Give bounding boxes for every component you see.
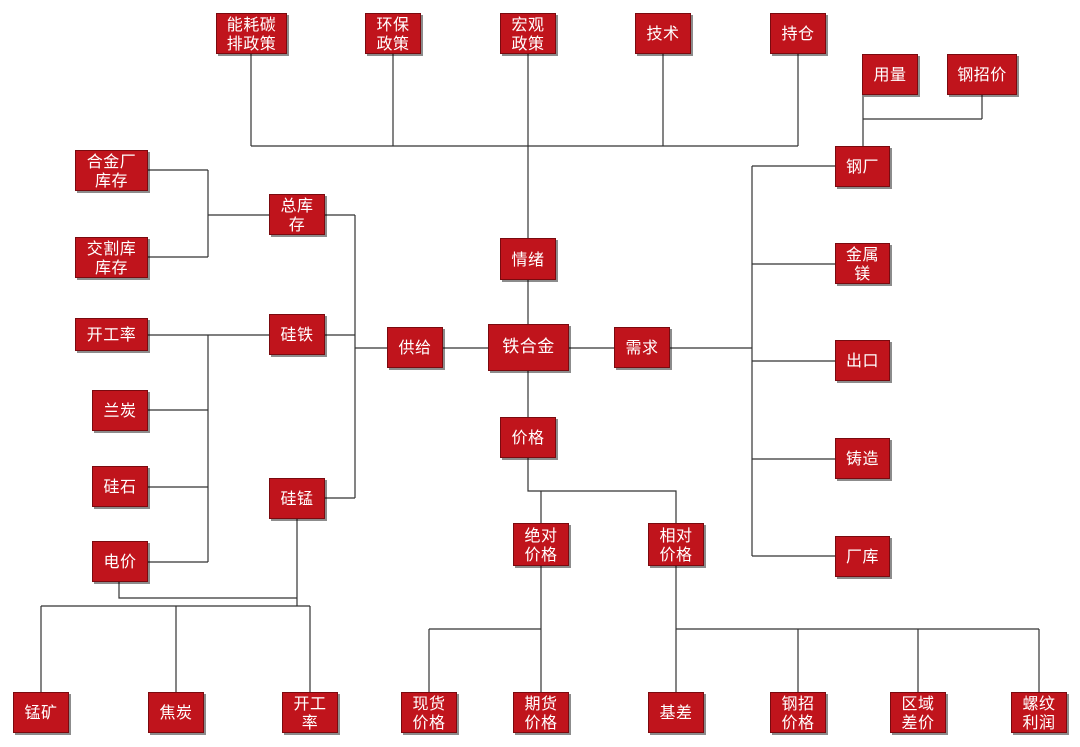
node-export: 出口: [835, 340, 890, 381]
node-price: 价格: [500, 417, 556, 458]
node-ferroalloy-root: 铁合金: [488, 324, 569, 371]
node-futures-price: 期货 价格: [513, 692, 569, 733]
node-coke: 焦炭: [148, 692, 204, 733]
node-silicomanganese: 硅锰: [269, 478, 325, 519]
node-basis: 基差: [648, 692, 704, 733]
node-technology: 技术: [635, 13, 691, 54]
node-supply: 供给: [387, 327, 443, 368]
node-semi-coke: 兰炭: [92, 390, 148, 431]
node-plant-inventory: 厂库: [835, 536, 890, 577]
node-environmental-policy: 环保 政策: [365, 13, 421, 54]
node-ferrosilicon: 硅铁: [269, 314, 325, 355]
node-macro-policy: 宏观 政策: [500, 13, 556, 54]
node-spot-price: 现货 价格: [401, 692, 457, 733]
node-demand: 需求: [614, 327, 670, 368]
node-regional-spread: 区域 差价: [890, 692, 946, 733]
node-ferrosilicon-operating-rate: 开工率: [75, 318, 148, 351]
node-delivery-warehouse-inventory: 交割库 库存: [75, 237, 148, 278]
node-usage: 用量: [862, 54, 918, 95]
node-power-price: 电价: [92, 541, 148, 582]
node-silicomanganese-operating-rate: 开工 率: [282, 692, 338, 733]
node-casting: 铸造: [835, 438, 890, 479]
node-energy-carbon-policy: 能耗碳 排政策: [216, 13, 287, 54]
node-total-inventory: 总库 存: [269, 194, 325, 235]
node-relative-price: 相对 价格: [648, 523, 704, 566]
node-manganese-ore: 锰矿: [13, 692, 69, 733]
node-rebar-profit: 螺纹 利润: [1011, 692, 1067, 733]
node-alloy-plant-inventory: 合金厂 库存: [75, 150, 148, 191]
node-position: 持仓: [770, 13, 826, 54]
node-metal-magnesium: 金属 镁: [835, 243, 890, 284]
node-steel-mill: 钢厂: [835, 146, 890, 187]
node-steel-tender-price-relative: 钢招 价格: [770, 692, 826, 733]
node-absolute-price: 绝对 价格: [513, 523, 569, 566]
node-steel-tender-price: 钢招价: [947, 54, 1017, 95]
node-sentiment: 情绪: [500, 238, 556, 280]
node-silica: 硅石: [92, 466, 148, 507]
